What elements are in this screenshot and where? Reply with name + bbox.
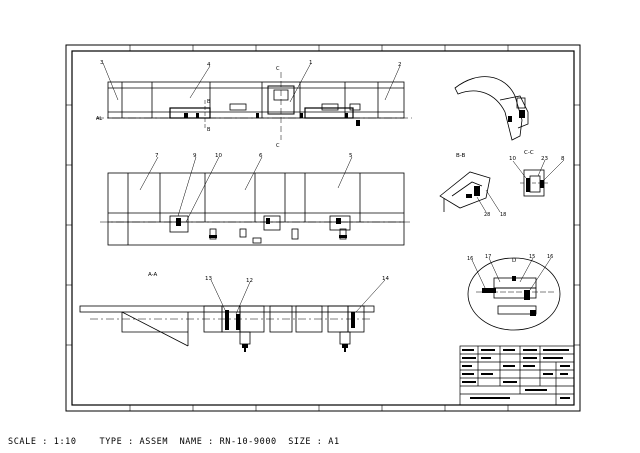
section-bb-title: B-B	[456, 153, 466, 159]
isometric-detail-solid	[508, 110, 525, 122]
section-cc-title: C-C	[524, 150, 534, 156]
size-value: A1	[328, 437, 340, 447]
detail-d-view	[467, 257, 561, 331]
balloon-3: 3	[100, 60, 104, 66]
balloon-12: 12	[246, 278, 253, 284]
front-view-solid-blocks	[176, 218, 347, 238]
type-value: ASSEM	[139, 437, 169, 447]
scale-label: SCALE :	[8, 437, 49, 447]
section-mark-b-bottom: B	[207, 127, 211, 133]
drawing-status-bar: SCALE : 1:10 TYPE : ASSEM NAME : RN-10-9…	[8, 437, 340, 447]
balloon-14: 14	[382, 276, 389, 282]
balloon-2: 2	[398, 62, 402, 68]
type-label: TYPE :	[99, 437, 134, 447]
balloon-6: 6	[259, 153, 263, 159]
section-aa-leaders	[210, 279, 386, 315]
top-view-solid-blocks	[184, 113, 360, 126]
size-label: SIZE :	[288, 437, 323, 447]
top-view-leaders	[102, 62, 401, 103]
balloon-10: 10	[215, 153, 222, 159]
balloon-28: 28	[484, 212, 490, 218]
balloon-16-left: 16	[467, 256, 473, 262]
section-aa-view	[79, 305, 375, 347]
balloon-17: 17	[485, 254, 491, 260]
front-view-leaders	[139, 156, 353, 223]
balloon-5: 5	[349, 153, 353, 159]
balloon-15: 15	[529, 254, 535, 260]
section-cc-solid	[526, 178, 544, 192]
name-value: RN-10-9000	[219, 437, 277, 447]
balloon-8: 8	[561, 156, 565, 162]
balloon-23: 23	[541, 156, 548, 162]
engineering-drawing-sheet: AL C B B C 3 4 1 2	[65, 44, 581, 412]
sheet-outer-border	[65, 44, 581, 412]
scale-value: 1:10	[53, 437, 77, 447]
balloon-1: 1	[309, 60, 313, 66]
balloon-16-right: 16	[547, 254, 553, 260]
title-block	[459, 345, 575, 406]
isometric-detail	[454, 76, 529, 141]
detail-d-leaders	[471, 257, 552, 291]
section-mark-b-top: B	[207, 99, 211, 105]
top-view-axis-label: AL	[96, 116, 102, 122]
title-block-fills	[462, 349, 570, 399]
top-view	[96, 72, 412, 140]
section-mark-c-top: C	[276, 66, 280, 72]
section-bb-view	[439, 171, 491, 212]
balloon-10-cc: 10	[509, 156, 516, 162]
balloon-18: 18	[500, 212, 506, 218]
name-label: NAME :	[179, 437, 214, 447]
balloon-13: 13	[205, 276, 212, 282]
section-aa-title: A-A	[148, 272, 158, 278]
section-aa-solid-blocks	[225, 310, 355, 352]
section-mark-c-bottom: C	[276, 143, 280, 149]
balloon-4: 4	[207, 62, 211, 68]
balloon-7: 7	[155, 153, 159, 159]
sheet-inner-border	[71, 50, 575, 406]
section-bb-solid	[466, 186, 480, 198]
border-zone-ticks	[66, 45, 580, 411]
section-bb-leaders	[476, 189, 501, 213]
detail-d-title: D	[512, 258, 516, 264]
section-cc-leaders	[512, 159, 565, 181]
front-view	[100, 172, 410, 246]
detail-d-solid	[482, 276, 536, 316]
balloon-9: 9	[193, 153, 197, 159]
